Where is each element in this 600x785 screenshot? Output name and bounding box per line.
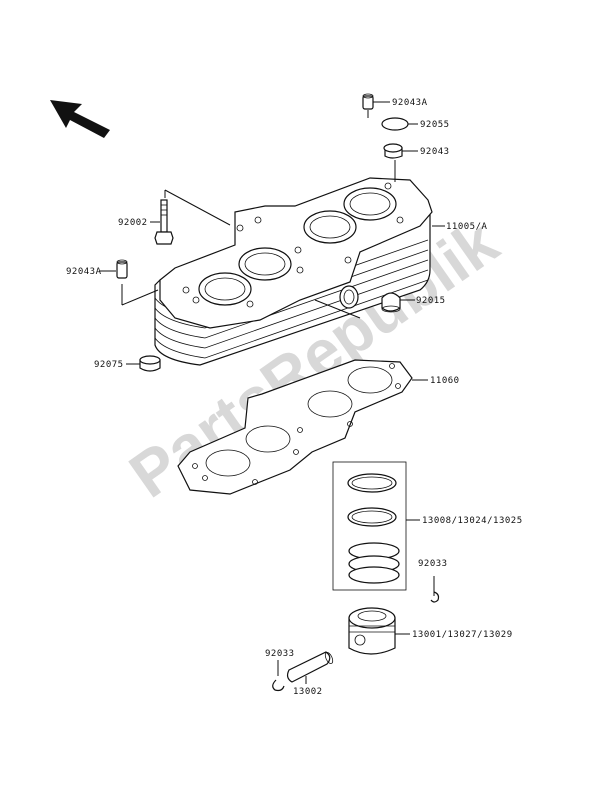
piston bbox=[348, 607, 396, 655]
o-ring bbox=[381, 117, 409, 131]
piston-pin bbox=[286, 651, 334, 683]
bolt-92002 bbox=[154, 199, 174, 245]
label-13002: 13002 bbox=[293, 687, 323, 697]
leader-lines bbox=[100, 101, 445, 684]
label-92002: 92002 bbox=[118, 218, 148, 228]
label-11005a: 11005/A bbox=[446, 222, 488, 232]
label-92075: 92075 bbox=[94, 360, 124, 370]
label-11060: 11060 bbox=[430, 376, 460, 386]
label-92043a-left: 92043A bbox=[66, 267, 102, 277]
dowel-pin-top bbox=[362, 93, 374, 110]
head-gasket bbox=[177, 359, 413, 495]
dowel-pin-left bbox=[116, 259, 128, 279]
label-92033-right: 92033 bbox=[418, 559, 448, 569]
cylinder-block bbox=[154, 177, 433, 366]
part-labels: 92043A 92055 92043 92002 11005/A 92043A … bbox=[66, 98, 523, 697]
label-92043: 92043 bbox=[420, 147, 450, 157]
label-13001: 13001/13027/13029 bbox=[412, 630, 513, 640]
circlip-right bbox=[430, 591, 440, 603]
cap-nut-92015 bbox=[381, 292, 401, 313]
label-92015: 92015 bbox=[416, 296, 446, 306]
plug-92075 bbox=[139, 355, 161, 372]
circlip-left bbox=[272, 679, 285, 692]
label-92055: 92055 bbox=[420, 120, 450, 130]
label-13008: 13008/13024/13025 bbox=[422, 516, 523, 526]
label-92033-left: 92033 bbox=[265, 649, 295, 659]
direction-arrow-icon bbox=[50, 100, 110, 138]
piston-ring-set bbox=[332, 461, 407, 591]
pin-92043 bbox=[383, 143, 403, 159]
label-92043a-top: 92043A bbox=[392, 98, 428, 108]
